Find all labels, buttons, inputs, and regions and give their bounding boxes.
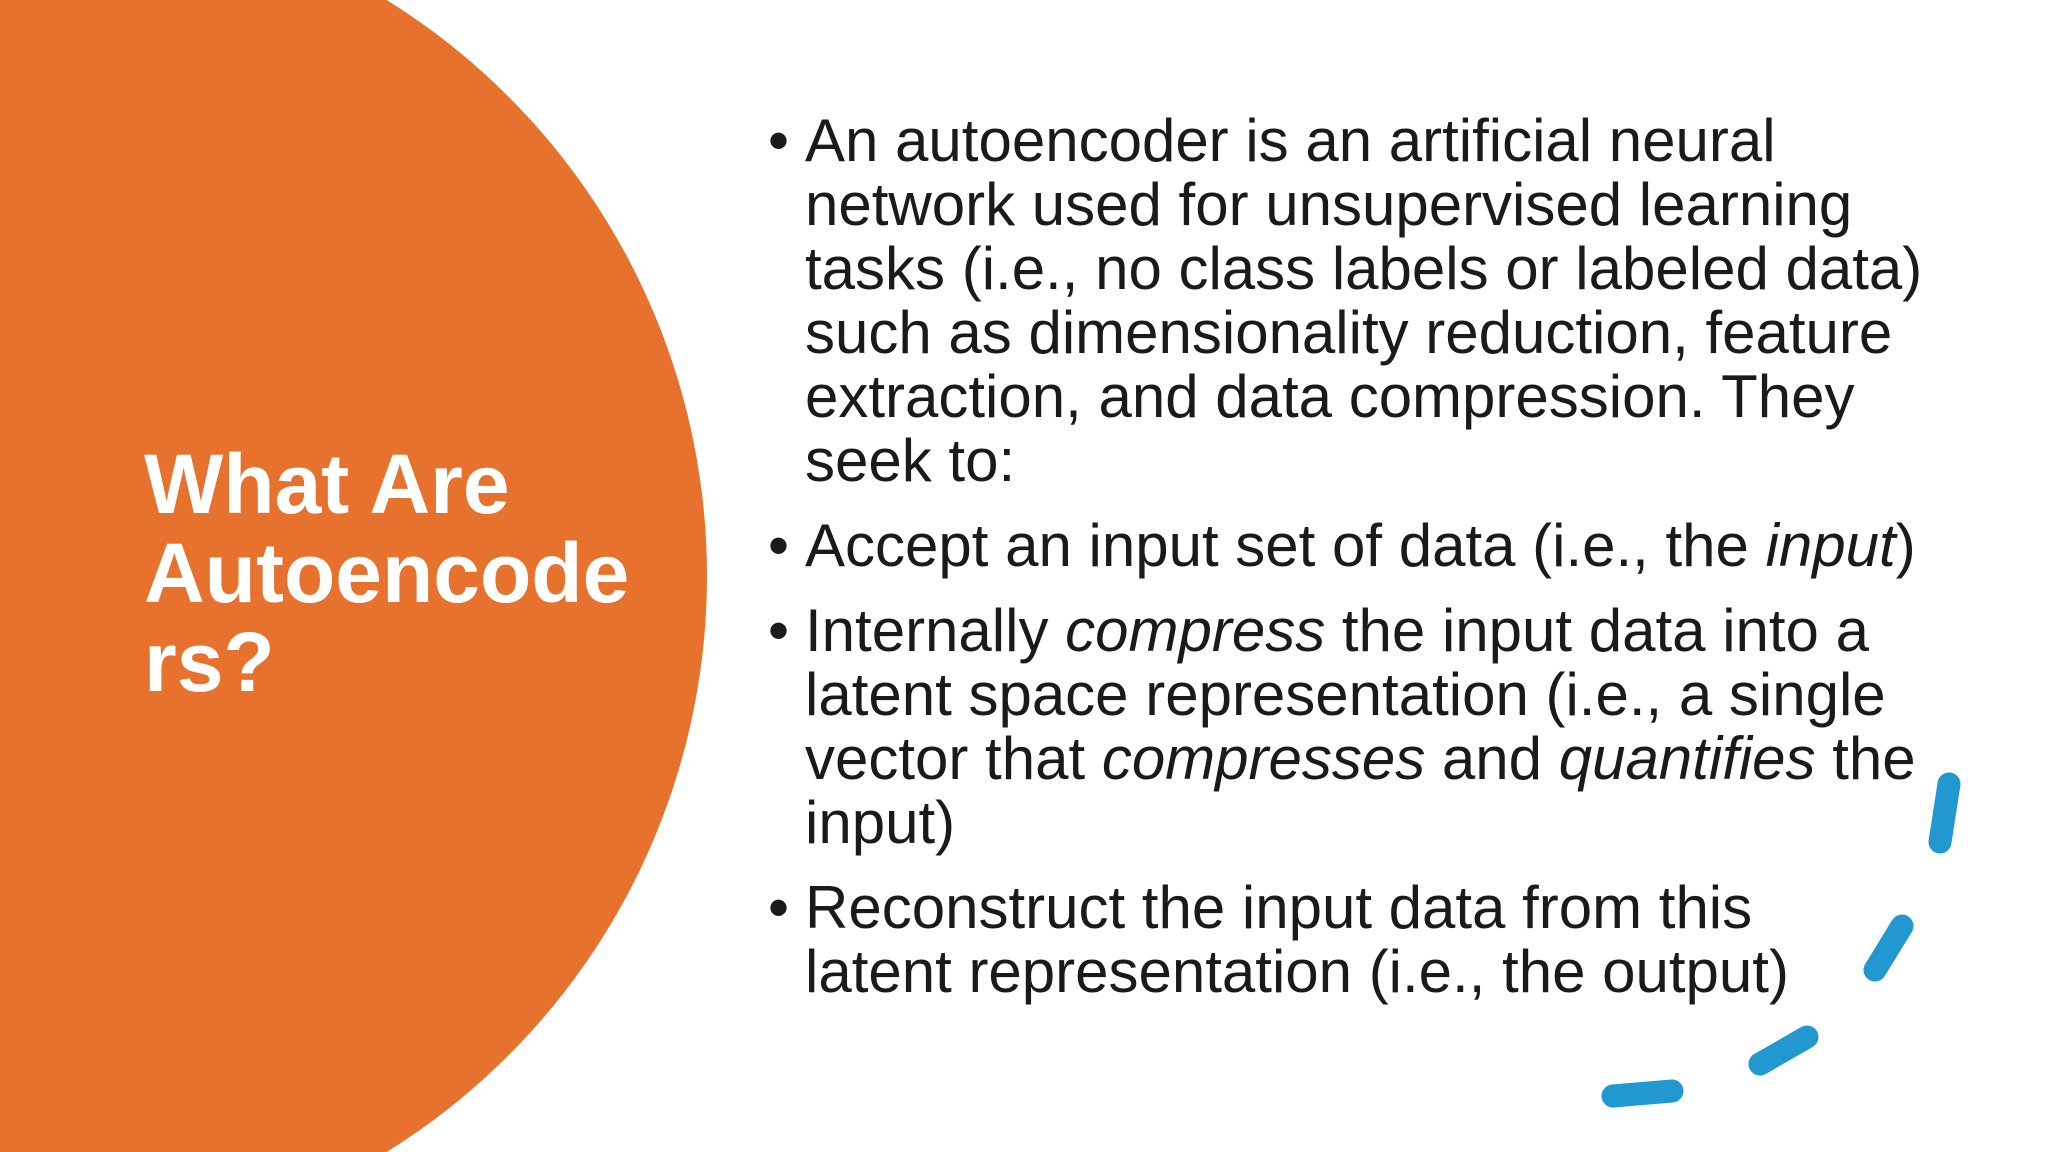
bullet-text-segment: the input): [805, 725, 1916, 856]
slide-body: •An autoencoder is an artificial neural …: [768, 109, 2038, 1025]
slide-title: What Are Autoencode rs?: [144, 440, 629, 707]
bullet-text: Internally compress the input data into …: [805, 597, 1916, 856]
bullet-text-segment: and: [1425, 725, 1559, 792]
bullet-text-segment: An autoencoder is an artificial neural n…: [805, 107, 1923, 494]
bullet-item: •An autoencoder is an artificial neural …: [768, 109, 2038, 493]
bullet-marker: •: [768, 512, 790, 579]
bullet-text: Accept an input set of data (i.e., the i…: [805, 512, 1916, 579]
bullet-marker: •: [768, 107, 790, 174]
bullet-marker: •: [768, 597, 790, 664]
bullet-text-segment-italic: compresses: [1101, 725, 1426, 792]
arc-dash-3: [1748, 1025, 1819, 1076]
bullet-text-segment: Internally: [805, 597, 1066, 664]
bullet-text-segment-italic: quantifies: [1558, 725, 1816, 792]
bullet-marker: •: [768, 874, 790, 941]
bullet-text-segment: the input data into a latent space repre…: [805, 597, 1886, 792]
arc-dash-4: [1601, 1079, 1684, 1108]
slide-title-line-1: What Are: [144, 437, 510, 531]
bullet-text: An autoencoder is an artificial neural n…: [805, 107, 1922, 494]
bullet-text-segment-italic: input: [1765, 512, 1896, 579]
bullet-text-segment: Accept an input set of data (i.e., the: [805, 512, 1766, 579]
bullet-text-segment: ): [1895, 512, 1916, 579]
bullet-item: •Accept an input set of data (i.e., the …: [768, 514, 2038, 578]
bullet-text-segment: Reconstruct the input data from this lat…: [805, 874, 1789, 1005]
bullet-text-segment-italic: compress: [1065, 597, 1326, 664]
bullet-text: Reconstruct the input data from this lat…: [805, 874, 1789, 1005]
bullet-item: •Reconstruct the input data from this la…: [768, 876, 2038, 1004]
bullet-item: •Internally compress the input data into…: [768, 599, 2038, 855]
bullet-list: •An autoencoder is an artificial neural …: [768, 109, 2038, 1004]
slide-title-line-3: rs?: [144, 615, 275, 709]
slide-title-line-2: Autoencode: [144, 526, 630, 620]
